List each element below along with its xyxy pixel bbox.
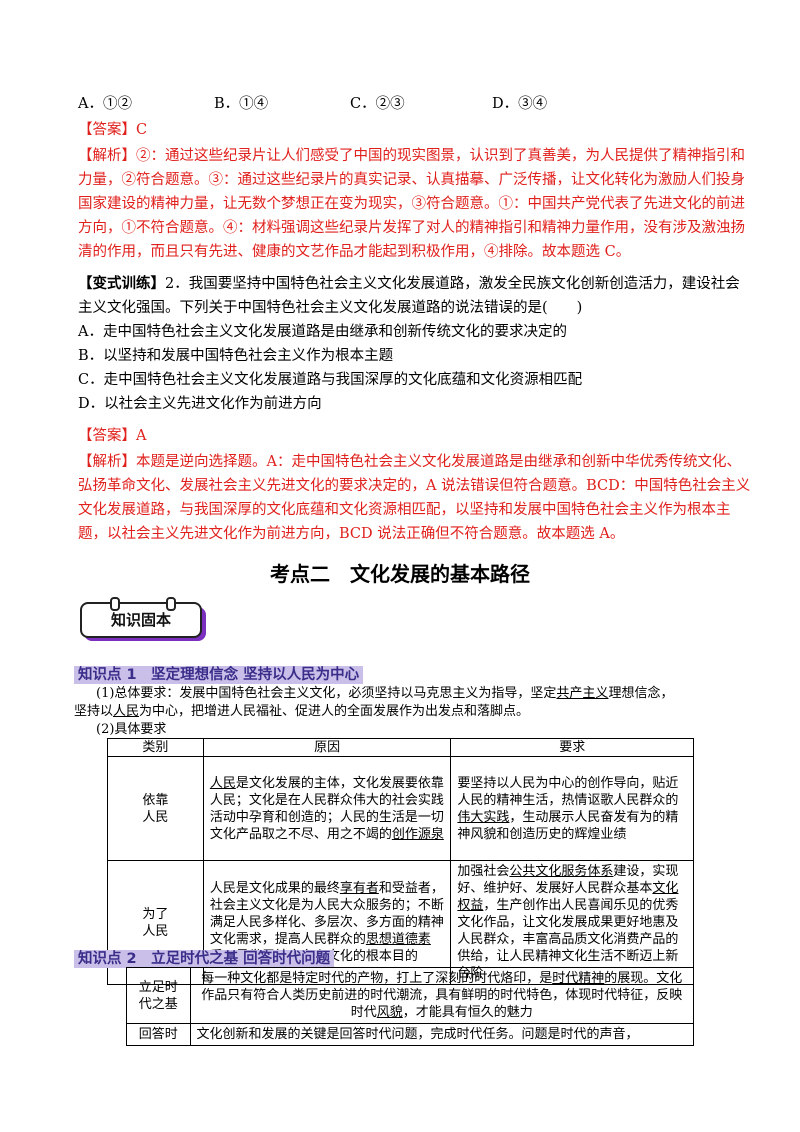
badge-ring-2 bbox=[166, 597, 176, 611]
option-d: D．③④ bbox=[492, 96, 548, 112]
option-b: B．①④ bbox=[214, 96, 269, 112]
kp1-general-requirement: (1)总体要求：发展中国特色社会主义文化，必须坚持以马克思主义为指导，坚定共产主… bbox=[74, 686, 674, 737]
row1-reason: 人民是文化发展的主体，文化发展要依靠人民；文化是在人民群众伟大的社会实践活动中孕… bbox=[202, 756, 452, 861]
q2-option-a: A．走中国特色社会主义文化发展道路是由继承和创新传统文化的要求决定的 bbox=[78, 324, 567, 340]
kp2-row1-text: 每一种文化都是特定时代的产物，打上了深刻的时代烙印，是时代精神的展现。文化作品只… bbox=[189, 967, 694, 1024]
table-row: 回答时 文化创新和发展的关键是回答时代问题，完成时代任务。问题是时代的声音， bbox=[126, 1023, 694, 1046]
kp2-row2-text: 文化创新和发展的关键是回答时代问题，完成时代任务。问题是时代的声音， bbox=[189, 1023, 694, 1046]
kp1-title: 知识点 1 坚定理想信念 坚持以人民为中心 bbox=[74, 666, 364, 684]
q2-stem: 【变式训练】2．我国要坚持中国特色社会主义文化发展道路，激发全民族文化创新创造活… bbox=[78, 272, 740, 416]
kp1-title-bar: 知识点 1 坚定理想信念 坚持以人民为中心 bbox=[74, 663, 364, 684]
option-c: C．②③ bbox=[350, 96, 405, 112]
row2-requirement: 加强社会公共文化服务体系建设，实现好、维护好、发展好人民群众基本文化权益，生产创… bbox=[450, 860, 694, 985]
kp2-row1-category: 立足时代之基 bbox=[126, 967, 191, 1024]
q1-answer: 【答案】C bbox=[78, 122, 148, 138]
kp2-table: 立足时代之基 每一种文化都是特定时代的产物，打上了深刻的时代烙印，是时代精神的展… bbox=[126, 967, 694, 1046]
q2-answer: 【答案】A bbox=[78, 428, 147, 444]
q2-analysis: 【解析】本题是逆向选择题。A：走中国特色社会主义文化发展道路是由继承和创新中华优… bbox=[78, 454, 751, 542]
header-reason: 原因 bbox=[202, 738, 452, 757]
table-row: 依靠人民 人民是文化发展的主体，文化发展要依靠人民；文化是在人民群众伟大的社会实… bbox=[107, 756, 694, 861]
q2-option-c: C．走中国特色社会主义文化发展道路与我国深厚的文化底蕴和文化资源相匹配 bbox=[78, 372, 583, 388]
row1-requirement: 要坚持以人民为中心的创作导向，贴近人民的精神生活，热情讴歌人民群众的伟大实践，生… bbox=[450, 756, 694, 861]
badge-label: 知识固本 bbox=[110, 611, 171, 629]
badge-face bbox=[80, 602, 202, 638]
table-row: 立足时代之基 每一种文化都是特定时代的产物，打上了深刻的时代烙印，是时代精神的展… bbox=[126, 967, 694, 1024]
q2-option-d: D．以社会主义先进文化作为前进方向 bbox=[78, 396, 322, 412]
badge-ring-1 bbox=[110, 597, 120, 611]
variant-training-tag: 【变式训练】 bbox=[78, 275, 165, 292]
kp2-title: 知识点 2 立足时代之基 回答时代问题 bbox=[74, 950, 335, 968]
kp2-title-bar: 知识点 2 立足时代之基 回答时代问题 bbox=[74, 947, 335, 968]
q1-analysis: 【解析】②：通过这些纪录片让人们感受了中国的现实图景，认识到了真善美，为人民提供… bbox=[78, 148, 745, 260]
row1-category: 依靠人民 bbox=[107, 756, 204, 861]
header-category: 类别 bbox=[107, 738, 204, 757]
q2-option-b: B．以坚持和发展中国特色社会主义作为根本主题 bbox=[78, 348, 394, 364]
kp2-row2-category: 回答时 bbox=[126, 1023, 191, 1046]
table-header-row: 类别 原因 要求 bbox=[107, 738, 694, 757]
knowledge-badge: 知识固本 bbox=[80, 597, 210, 642]
header-requirement: 要求 bbox=[450, 738, 694, 757]
option-a: A．①② bbox=[78, 96, 132, 112]
section-title: 考点二 文化发展的基本路径 bbox=[270, 562, 530, 586]
